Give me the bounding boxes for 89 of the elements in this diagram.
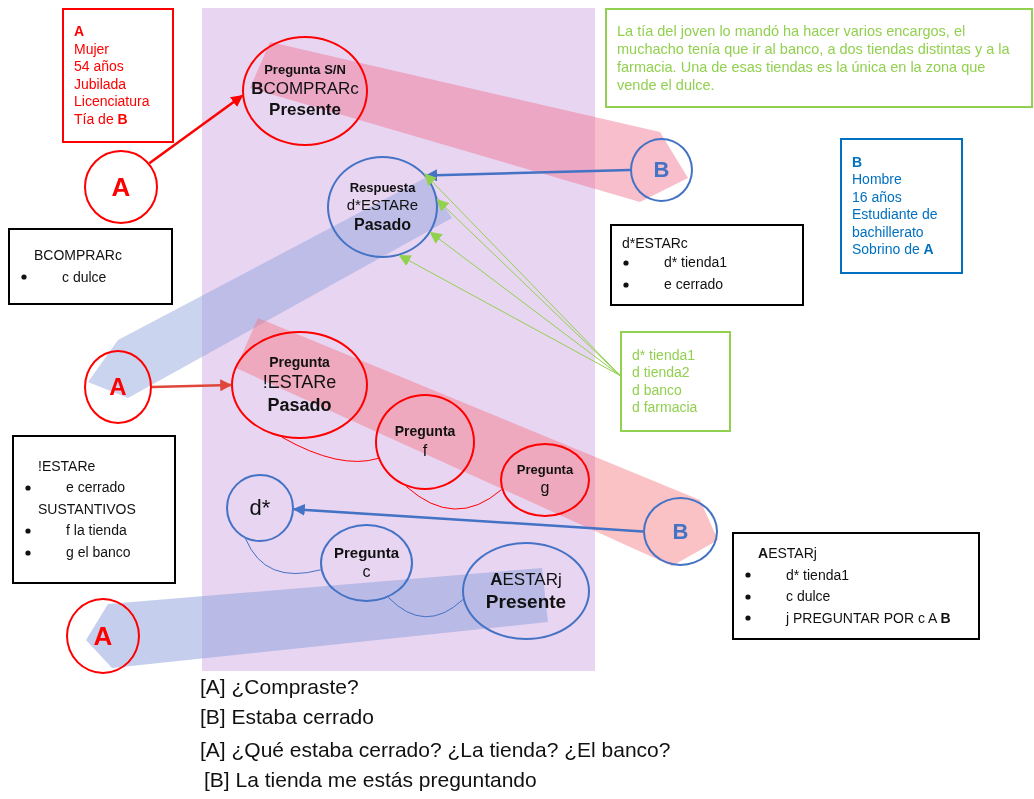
node-text: Sobrino de A [852, 241, 935, 259]
speaker-letter: A [111, 170, 131, 204]
arrow [398, 254, 621, 376]
speaker-letter: A [109, 372, 127, 402]
node-heading: Pasado [354, 214, 411, 235]
list-heading: SUSTANTIVOS [37, 500, 137, 519]
node-text: La tía del joven lo mandó ha hacer varios encargos, el muchacho tenía que ir al banco, a dos tiendas distintas y a la farmacia. Una de esas tiendas es la única en la zona que vende el dulce. [617, 21, 1011, 95]
node-text: Estudiante de bachillerato [852, 206, 939, 241]
note-box [12, 435, 176, 584]
speaker-circle [84, 150, 158, 224]
note-box [732, 532, 980, 640]
node-text: Jubilada [74, 75, 128, 93]
list-heading: AESTARj [757, 545, 818, 563]
utterance-ellipse [327, 156, 438, 258]
node-heading: Respuesta [349, 179, 416, 196]
list-heading: BCOMPRARc [33, 247, 123, 265]
list-item: c dulce [786, 588, 831, 606]
node-text: Tía de B [74, 110, 129, 128]
node-text: 54 años [74, 58, 125, 76]
utterance-ellipse [462, 542, 590, 640]
speaker-letter: B [672, 517, 689, 546]
node-text: d farmacia [632, 399, 699, 417]
list-item: f la tienda [66, 522, 127, 540]
node-text: d* [249, 494, 271, 522]
note-box [610, 224, 804, 306]
node-heading: A [74, 23, 86, 41]
node-heading: Pregunta [334, 543, 399, 563]
node-text: 16 años [852, 188, 903, 206]
speaker-letter: B [653, 156, 670, 184]
utterance-ellipse [500, 443, 590, 517]
utterance-ellipse [231, 331, 368, 439]
node-heading: Pregunta [394, 423, 456, 441]
arrow [425, 168, 631, 182]
arrow [292, 503, 644, 533]
node-text: d* tienda1 [632, 346, 697, 364]
connector-arc [387, 596, 464, 618]
node-text: AESTARj [490, 568, 562, 590]
node-text: d tienda2 [632, 364, 691, 382]
speaker-circle [84, 350, 152, 424]
node-text: d*ESTARc [622, 234, 689, 253]
list-item: e cerrado [66, 479, 126, 497]
arrow [151, 379, 233, 392]
list-item: d* tienda1 [786, 566, 850, 584]
speaker-circle [630, 138, 693, 202]
connector-arc [281, 436, 379, 462]
node-heading: Pregunta [516, 461, 574, 479]
utterance-ellipse [320, 524, 413, 602]
node-heading: Presente [269, 99, 341, 121]
dialogue-line: [B] Estaba cerrado [200, 705, 374, 729]
dialogue-line: [A] ¿Compraste? [200, 675, 359, 699]
reference-list-box [620, 331, 731, 432]
dialogue-line: [B] La tienda me estás preguntando [204, 768, 537, 792]
arrow [148, 94, 244, 165]
list-item: g el banco [66, 543, 131, 562]
node-heading: Pregunta [269, 353, 330, 372]
node-heading: B [852, 153, 864, 171]
node-heading: Pregunta S/N [264, 61, 346, 78]
speaker-circle [66, 598, 140, 674]
utterance-ellipse [375, 394, 475, 490]
profile-box [840, 138, 963, 274]
node-text: d banco [632, 381, 683, 399]
speaker-letter: A [93, 619, 113, 653]
speaker-circle [643, 497, 718, 566]
node-text: f [422, 440, 428, 461]
note-box [8, 228, 173, 305]
connector-arc [405, 486, 503, 510]
profile-box [62, 8, 174, 143]
node-text: Mujer [74, 40, 110, 58]
arrow [436, 199, 621, 376]
dialogue-line: [A] ¿Qué estaba cerrado? ¿La tienda? ¿El banco? [200, 738, 671, 762]
node-text: Licenciatura [74, 93, 151, 111]
list-item: c dulce [62, 268, 107, 286]
node-text: g [540, 478, 550, 499]
list-item: j PREGUNTAR POR c A B [786, 609, 951, 627]
node-text: BCOMPRARc [251, 77, 359, 100]
node-text: !ESTARe [262, 371, 337, 394]
list-heading: !ESTARe [37, 457, 97, 476]
list-item: e cerrado [664, 275, 724, 294]
arrow [429, 231, 621, 376]
list-item: d* tienda1 [664, 254, 728, 272]
referent-circle [226, 474, 294, 542]
node-text: c [362, 562, 371, 583]
node-text: Hombre [852, 171, 903, 189]
node-heading: Pasado [267, 393, 332, 417]
connector-arc [245, 538, 322, 575]
node-heading: Presente [485, 589, 567, 614]
context-note-box [605, 8, 1033, 108]
node-text: d*ESTARe [346, 195, 419, 215]
utterance-ellipse [242, 36, 368, 146]
